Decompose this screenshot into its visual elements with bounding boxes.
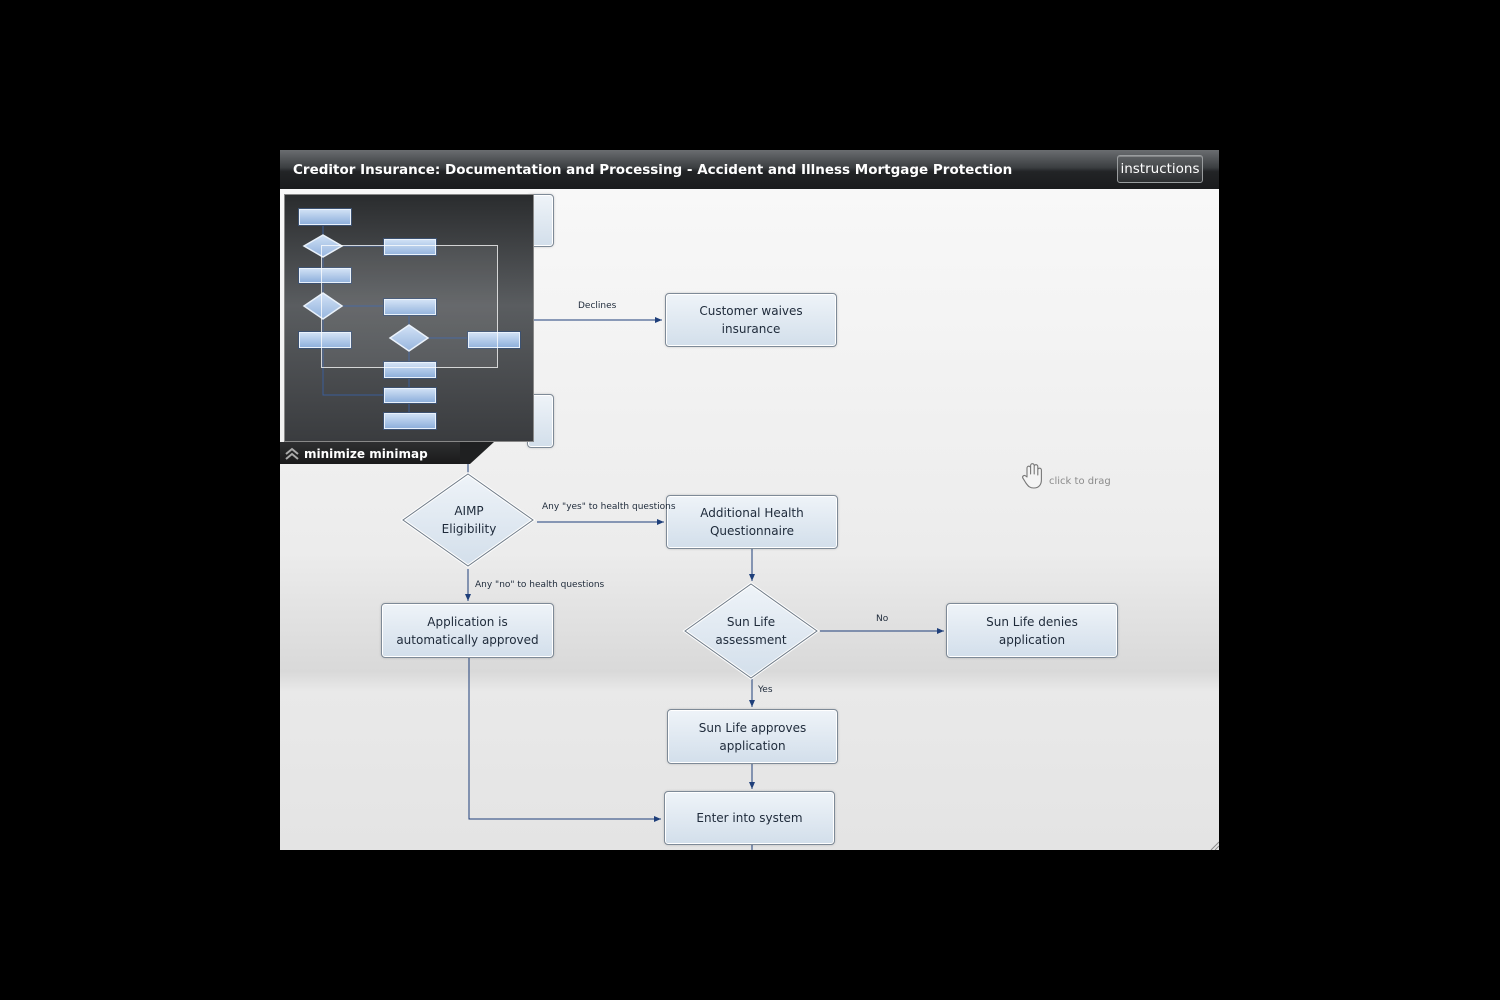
drag-hint-label: click to drag — [1049, 476, 1111, 487]
minimap-node — [298, 331, 352, 349]
node-sun-life-denies[interactable]: Sun Life denies application — [946, 603, 1118, 658]
page-title: Creditor Insurance: Documentation and Pr… — [293, 162, 1013, 178]
hand-icon — [1022, 463, 1042, 489]
instructions-button[interactable]: instructions — [1117, 155, 1203, 183]
minimap-node — [383, 387, 437, 404]
edge-label-any-no: Any "no" to health questions — [475, 580, 605, 590]
minimap-node — [383, 238, 437, 256]
node-customer-waives[interactable]: Customer waives insurance — [665, 293, 837, 347]
minimap-node — [383, 361, 437, 379]
node-sun-life-approves[interactable]: Sun Life approves application — [667, 709, 838, 764]
node-aimp-eligibility-label[interactable]: AIMP Eligibility — [441, 504, 497, 536]
resize-grip-icon[interactable] — [1209, 840, 1219, 850]
node-enter-into-system[interactable]: Enter into system — [664, 791, 835, 845]
edge-label-declines: Declines — [578, 301, 617, 311]
minimap-edges — [302, 223, 467, 412]
edge-label-yes: Yes — [758, 685, 773, 695]
node-sun-life-assessment-label[interactable]: Sun Life assessment — [715, 615, 787, 647]
minimap-node — [298, 267, 352, 284]
minimap-node — [467, 331, 521, 349]
minimap-footer — [280, 442, 490, 464]
edge-label-no: No — [876, 614, 889, 624]
minimap-node — [383, 298, 437, 316]
node-additional-health-questionnaire[interactable]: Additional Health Questionnaire — [666, 495, 838, 549]
edge-label-any-yes: Any "yes" to health questions — [542, 502, 676, 512]
minimap-node — [298, 208, 352, 226]
title-bar: Creditor Insurance: Documentation and Pr… — [280, 150, 1219, 190]
node-auto-approved[interactable]: Application is automatically approved — [381, 603, 554, 658]
flowchart-app: Creditor Insurance: Documentation and Pr… — [280, 150, 1219, 850]
edge-auto-enter — [468, 658, 661, 822]
minimap-node — [383, 412, 437, 430]
flowchart-canvas[interactable]: Customer waives insurance AIMP Eligibili… — [280, 189, 1219, 850]
minimap[interactable] — [284, 194, 534, 442]
minimize-minimap-label: minimize minimap — [304, 447, 428, 461]
minimap-footer-wedge — [460, 442, 494, 464]
minimize-minimap-button[interactable]: minimize minimap — [284, 445, 428, 463]
chevron-double-up-icon — [285, 447, 299, 460]
flowchart-edges — [400, 317, 944, 850]
minimap-viewport[interactable] — [321, 245, 498, 368]
